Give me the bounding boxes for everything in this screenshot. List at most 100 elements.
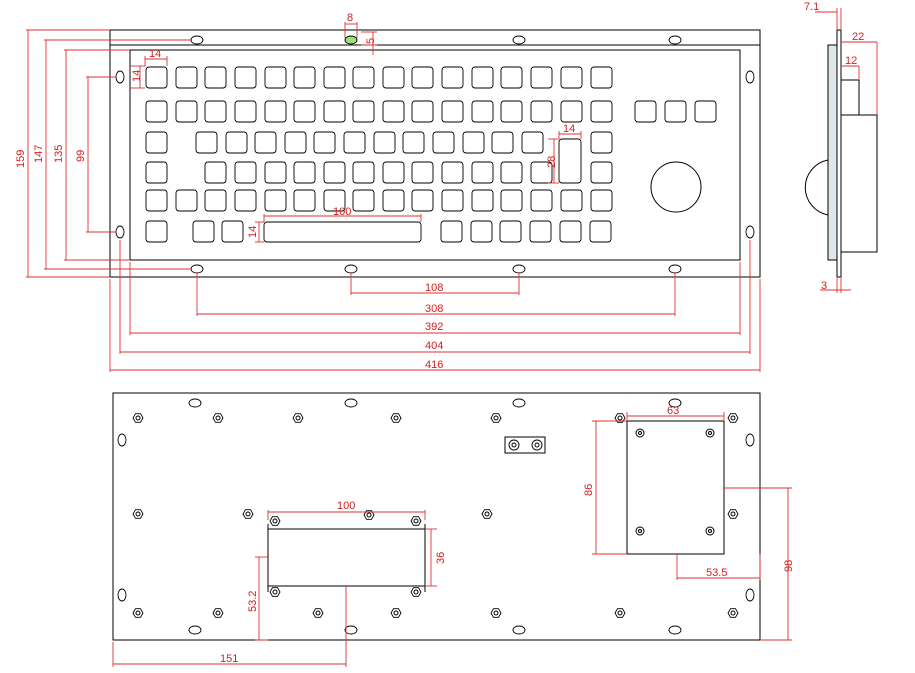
connector-nuts	[508, 439, 543, 451]
key	[411, 100, 434, 123]
key	[529, 220, 552, 243]
key	[373, 131, 396, 154]
key	[204, 189, 227, 212]
hex-nut-bore	[617, 415, 623, 421]
hex-nut-bore	[135, 415, 141, 421]
hex-nut	[269, 587, 281, 597]
key	[462, 131, 485, 154]
key	[175, 100, 198, 123]
key	[264, 189, 287, 212]
key	[530, 161, 553, 184]
key	[313, 131, 336, 154]
dim-7-1: 7.1	[804, 1, 819, 13]
key	[254, 131, 277, 154]
key	[145, 189, 168, 212]
hex-nut	[212, 608, 224, 618]
dim-pad-width: 14	[563, 123, 575, 135]
key	[204, 66, 227, 89]
key	[530, 189, 553, 212]
hex-nut	[410, 516, 422, 526]
front-view: 108 308 392 404 416 159	[15, 12, 761, 372]
side-connector	[840, 79, 860, 116]
hex-nut-bore	[315, 610, 321, 616]
key	[499, 220, 522, 243]
key	[323, 100, 346, 123]
hex-nut-bore	[295, 415, 301, 421]
hex-nut	[727, 509, 739, 519]
key	[145, 131, 168, 154]
key	[382, 161, 405, 184]
dim-3: 3	[821, 280, 827, 292]
hex-nut-bore	[730, 610, 736, 616]
space-bar	[263, 221, 422, 243]
key	[234, 189, 257, 212]
hex-nut-bore	[730, 415, 736, 421]
connector-nut	[531, 439, 543, 451]
hex-nut-bore	[135, 511, 141, 517]
front-outer-panel	[109, 29, 761, 278]
hex-nut	[481, 509, 493, 519]
back-slot-hole	[668, 625, 682, 635]
tall-pad-key	[558, 138, 582, 184]
hex-nut	[312, 608, 324, 618]
dim-cutout-offset-x: 151	[220, 653, 238, 665]
key	[694, 100, 717, 123]
key	[634, 100, 657, 123]
dim-key-height: 14	[131, 70, 143, 82]
hex-nut	[132, 608, 144, 618]
key	[432, 131, 455, 154]
back-slot-hole	[188, 398, 202, 408]
key	[352, 189, 375, 212]
pcb-screw	[635, 428, 645, 438]
key	[530, 66, 553, 89]
side-body	[840, 114, 878, 253]
key	[204, 100, 227, 123]
key	[343, 131, 366, 154]
back-touchpad-module	[267, 528, 426, 587]
hex-nut	[132, 413, 144, 423]
dim-392: 392	[425, 321, 443, 333]
front-slot-hole	[512, 35, 526, 45]
key	[195, 131, 218, 154]
dim-22: 22	[852, 31, 864, 43]
key	[471, 161, 494, 184]
hex-nut-bore	[730, 511, 736, 517]
front-slot-hole	[512, 264, 526, 274]
key	[293, 161, 316, 184]
key	[225, 131, 248, 154]
key	[471, 189, 494, 212]
back-connector-block	[504, 436, 546, 454]
front-horizontal-dimensions: 108 308 392 404 416	[109, 240, 761, 372]
dim-key-width: 14	[149, 48, 161, 60]
pcb-screws	[635, 428, 715, 536]
key	[293, 189, 316, 212]
pcb-screw-center	[708, 529, 712, 533]
key	[382, 100, 405, 123]
key	[559, 220, 582, 243]
connector-nut-bore	[534, 442, 540, 448]
hex-nut	[292, 413, 304, 423]
hex-nut	[410, 587, 422, 597]
hex-nut	[132, 509, 144, 519]
hex-nut-bore	[272, 589, 278, 595]
back-slot-hole	[512, 398, 526, 408]
pcb-screw-center	[708, 431, 712, 435]
front-slot-hole	[745, 225, 755, 239]
back-slot-hole	[745, 433, 755, 447]
key	[382, 66, 405, 89]
hex-nut-bore	[493, 415, 499, 421]
back-slot-hole	[344, 625, 358, 635]
key	[590, 161, 613, 184]
front-vertical-dimensions: 159 147 135 99	[15, 29, 191, 278]
key	[293, 66, 316, 89]
key	[500, 161, 523, 184]
key	[145, 100, 168, 123]
hex-nut-bore	[215, 610, 221, 616]
hex-nut-bore	[245, 511, 251, 517]
front-slot-hole	[115, 70, 125, 84]
key	[471, 100, 494, 123]
key	[175, 189, 198, 212]
back-slot-hole	[117, 588, 127, 602]
dim-cutout-width: 100	[337, 500, 355, 512]
key	[264, 66, 287, 89]
